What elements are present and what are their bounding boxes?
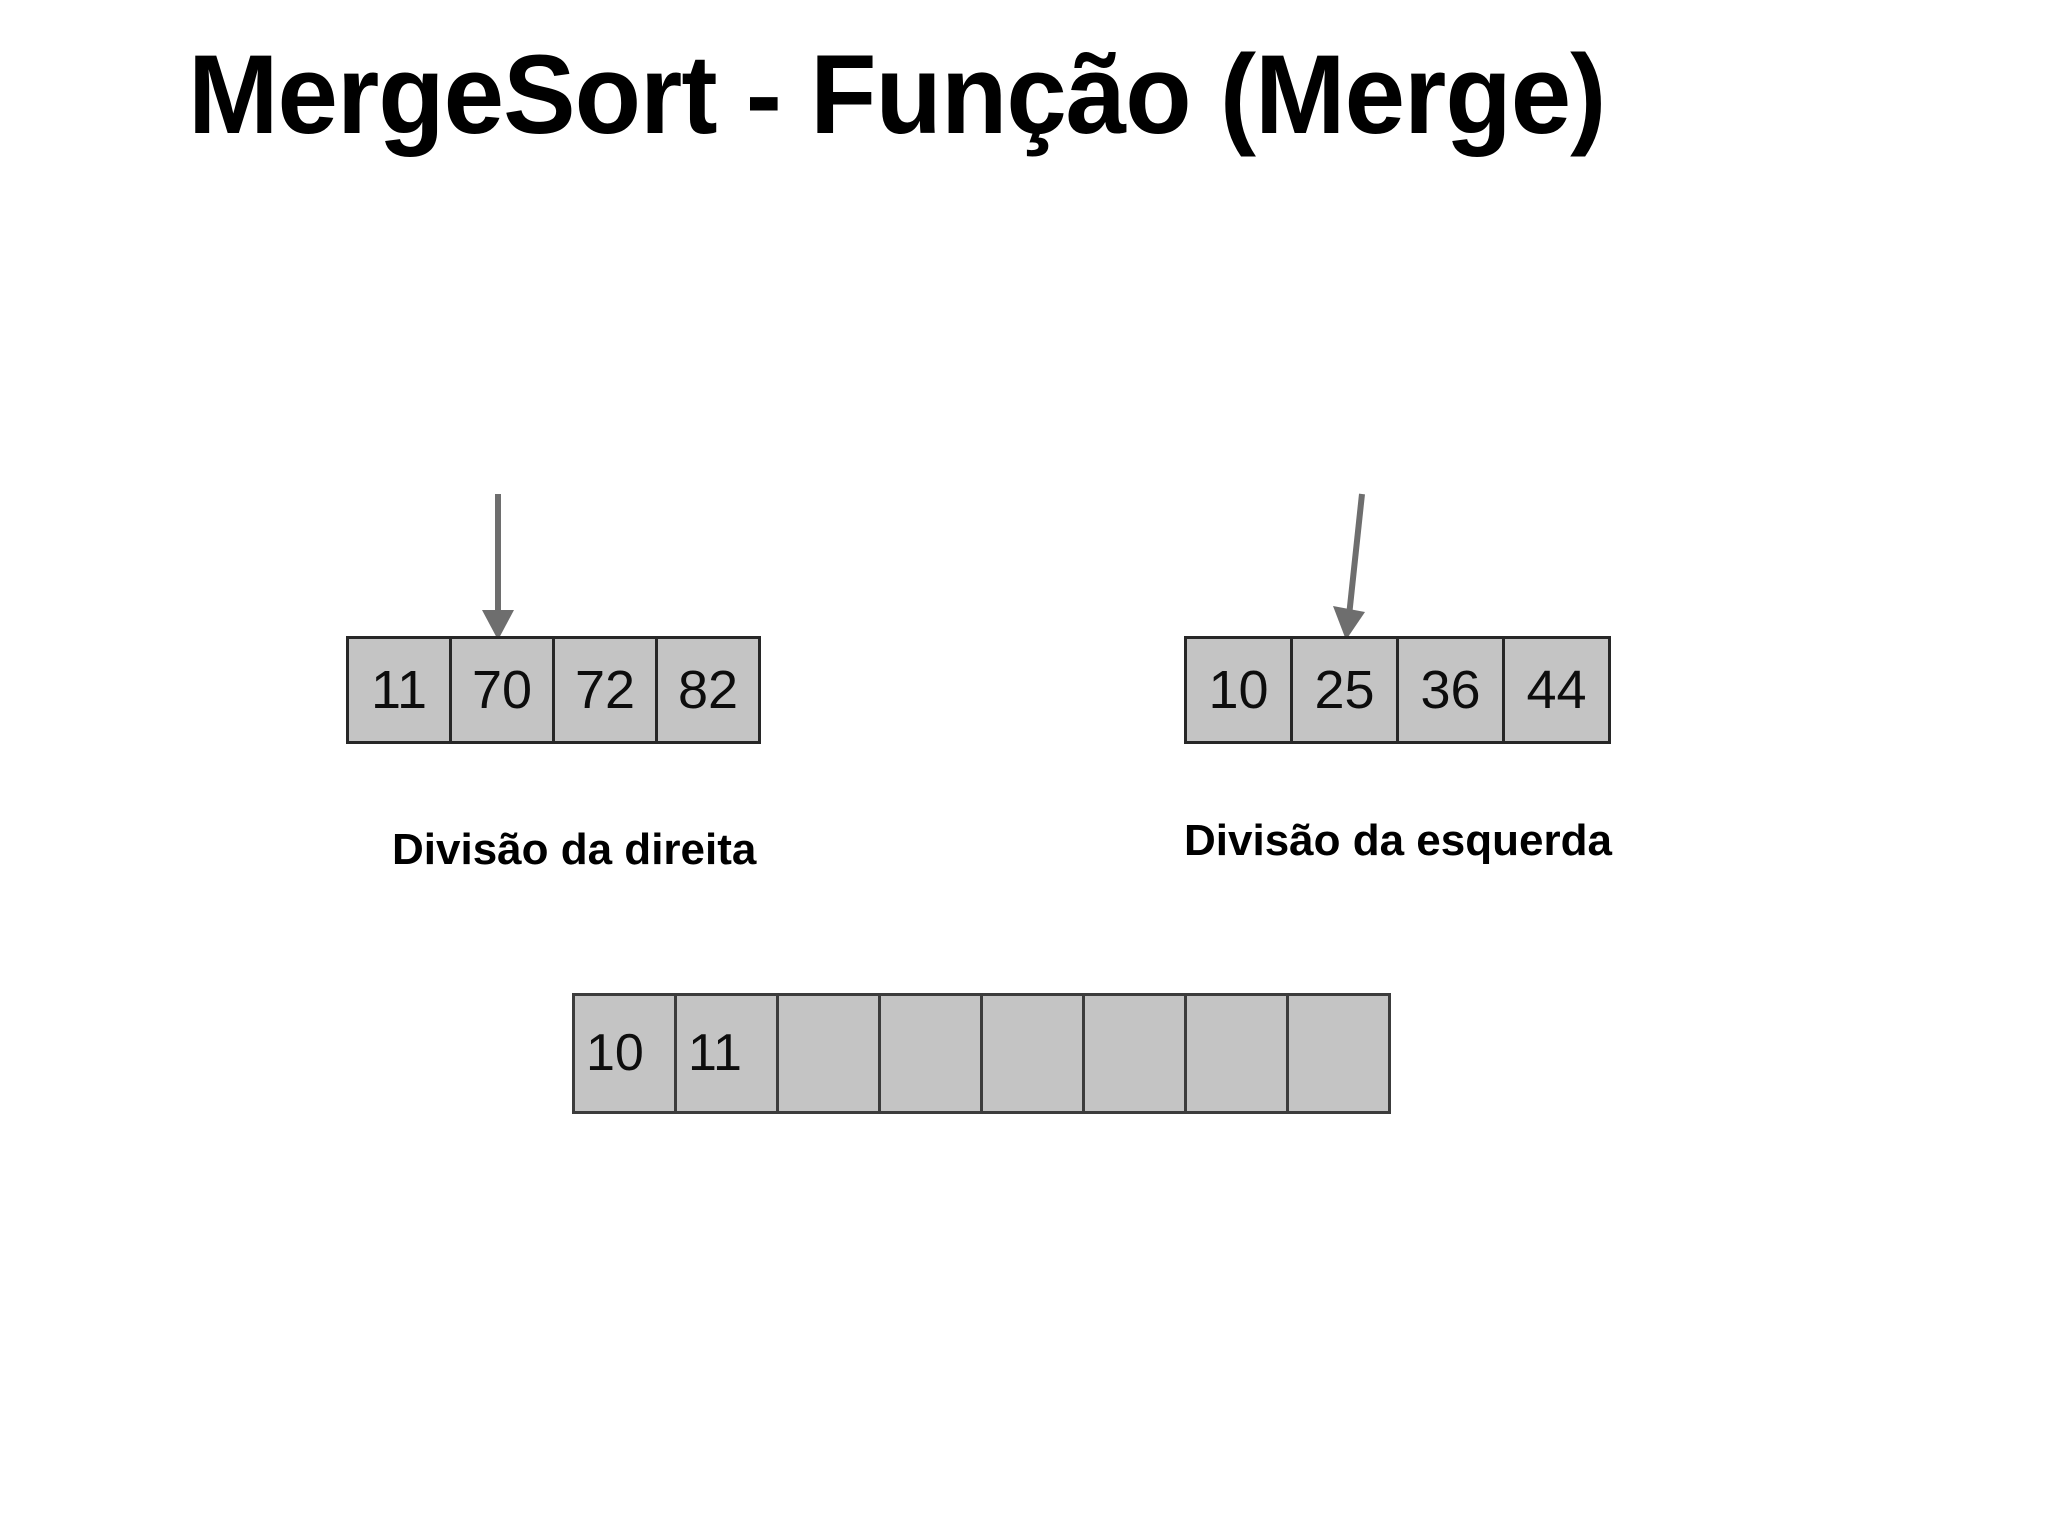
pointer-arrow-left-division-icon — [1333, 493, 1365, 640]
array-right-division: 11 70 72 82 — [346, 636, 761, 744]
array-cell[interactable] — [1082, 993, 1187, 1114]
array-cell[interactable]: 72 — [552, 636, 658, 744]
array-cell[interactable]: 11 — [346, 636, 452, 744]
array-cell[interactable] — [1286, 993, 1391, 1114]
array-cell[interactable] — [776, 993, 881, 1114]
array-cell[interactable]: 44 — [1502, 636, 1611, 744]
array-cell[interactable] — [980, 993, 1085, 1114]
array-cell[interactable]: 36 — [1396, 636, 1505, 744]
array-cell[interactable] — [1184, 993, 1289, 1114]
array-cell[interactable]: 11 — [674, 993, 779, 1114]
array-cell[interactable] — [878, 993, 983, 1114]
page-title: MergeSort - Função (Merge) — [188, 32, 1606, 157]
caption-left-division: Divisão da esquerda — [1184, 816, 1612, 865]
array-cell[interactable]: 82 — [655, 636, 761, 744]
array-cell[interactable]: 70 — [449, 636, 555, 744]
array-cell[interactable]: 25 — [1290, 636, 1399, 744]
pointer-arrow-right-division-icon — [482, 494, 514, 640]
array-merged-result: 10 11 — [572, 993, 1391, 1114]
array-cell[interactable]: 10 — [1184, 636, 1293, 744]
caption-right-division: Divisão da direita — [392, 825, 757, 874]
array-cell[interactable]: 10 — [572, 993, 677, 1114]
array-left-division: 10 25 36 44 — [1184, 636, 1611, 744]
